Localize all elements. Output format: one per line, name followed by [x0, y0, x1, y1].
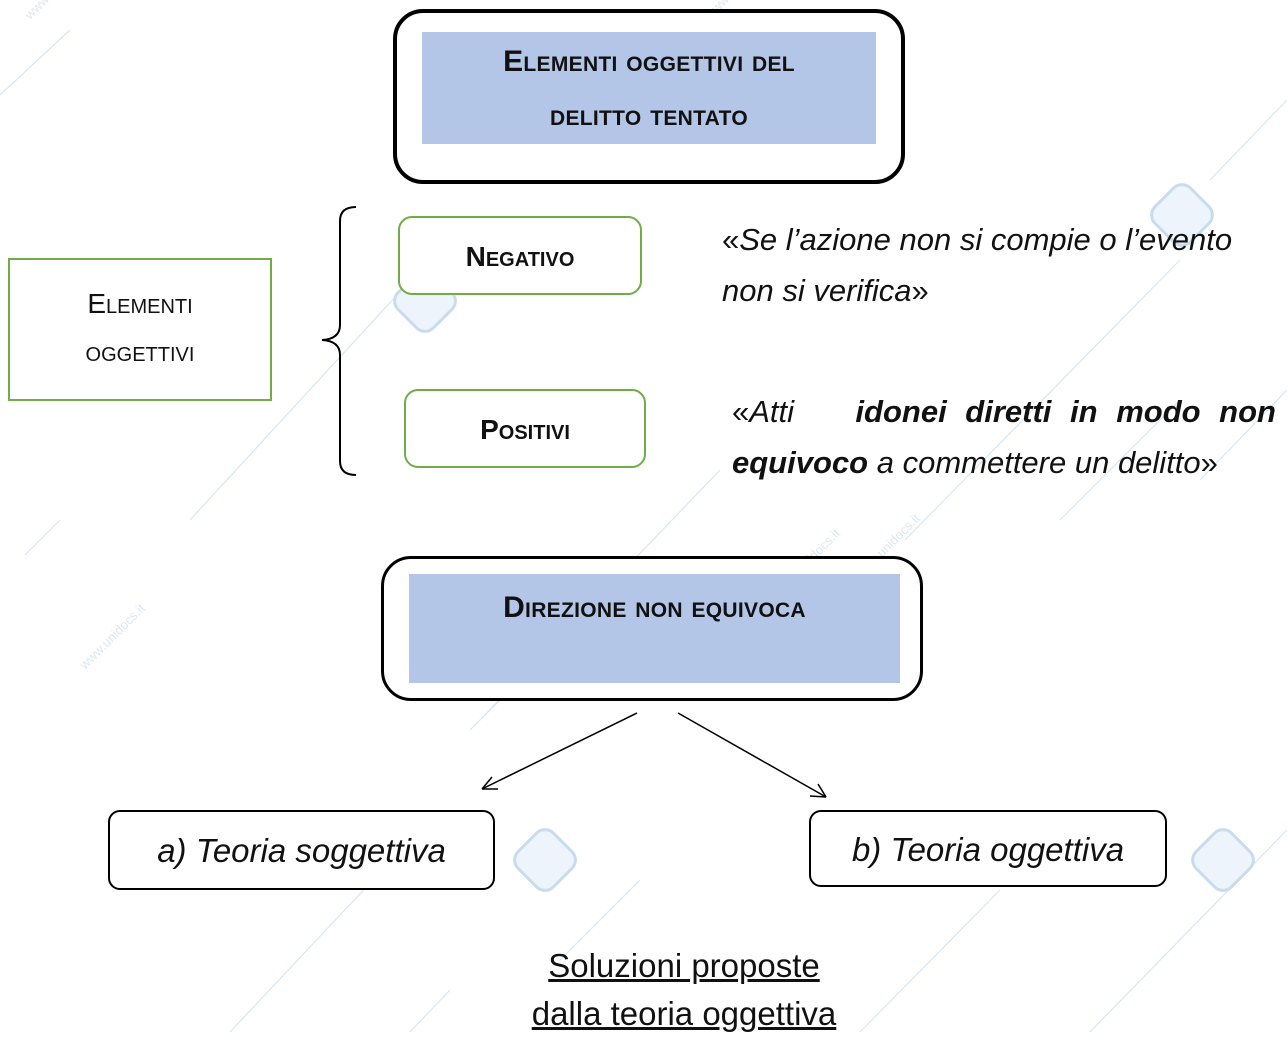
title-fill: Elementi oggettivi del delitto tentato: [422, 32, 876, 144]
curly-brace: [321, 206, 357, 476]
arrow-right-icon: [677, 712, 827, 798]
branch-arrows: [481, 712, 827, 798]
negativo-quote: «Se l’azione non si compie o l’evento no…: [722, 214, 1282, 316]
oggettivi-label: oggettivi: [85, 336, 195, 367]
negativo-quote-line-1: «Se l’azione non si compie o l’evento: [722, 222, 1233, 257]
elementi-label: Elementi: [87, 288, 193, 319]
teoria-oggettiva-box: b) Teoria oggettiva: [809, 810, 1167, 887]
direzione-label: Direzione non equivoca: [503, 591, 806, 624]
teoria-soggettiva-label: a) Teoria soggettiva: [157, 832, 446, 869]
footer-line-1: Soluzioni proposte: [548, 947, 820, 984]
positivi-box: Positivi: [404, 389, 646, 468]
teoria-oggettiva-label: b) Teoria oggettiva: [851, 831, 1125, 868]
negativo-quote-line-2: non si verifica»: [722, 273, 929, 308]
teoria-soggettiva-box: a) Teoria soggettiva: [108, 810, 495, 890]
positivi-quote-line-1: «Atti idonei diretti in modo non: [732, 394, 1276, 429]
arrow-left-icon: [481, 712, 638, 790]
footer-heading: Soluzioni proposte dalla teoria oggettiv…: [384, 942, 984, 1038]
watermark-text: www.unidocs.it: [21, 0, 93, 23]
elementi-oggettivi-box: Elementi oggettivi: [8, 258, 272, 401]
title-line-1: Elementi oggettivi del: [503, 45, 795, 78]
title-line-2: delitto tentato: [550, 99, 748, 132]
direzione-fill: Direzione non equivoca: [409, 574, 900, 683]
positivi-label: Positivi: [480, 414, 570, 445]
positivi-quote-line-2: equivoco a commettere un delitto»: [732, 445, 1218, 480]
negativo-label: Negativo: [465, 241, 575, 272]
negativo-box: Negativo: [398, 216, 642, 295]
watermark-text: www.unidocs.it: [76, 600, 148, 672]
positivi-quote: «Atti idonei diretti in modo non equivoc…: [732, 386, 1276, 488]
footer-line-2: dalla teoria oggettiva: [531, 995, 837, 1032]
